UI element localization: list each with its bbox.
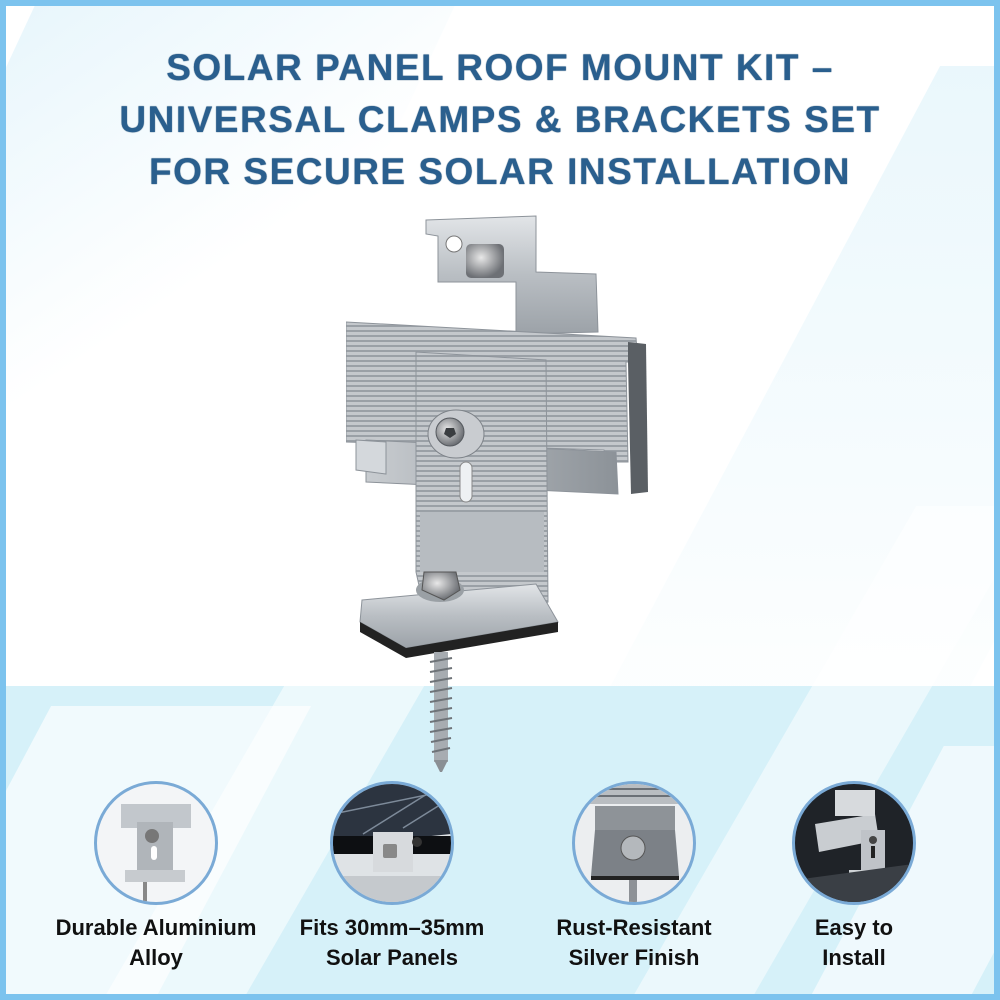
feature-label: Durable Aluminium Alloy <box>36 913 276 973</box>
feature-item-aluminium: Durable Aluminium Alloy <box>36 781 276 973</box>
title-line-1: SOLAR PANEL ROOF MOUNT KIT – <box>166 47 834 88</box>
page-title: SOLAR PANEL ROOF MOUNT KIT – UNIVERSAL C… <box>6 42 994 198</box>
title-line-3: FOR SECURE SOLAR INSTALLATION <box>149 151 851 192</box>
feature-label-line-1: Fits 30mm–35mm <box>299 915 485 940</box>
feature-label: Rust-Resistant Silver Finish <box>514 913 754 973</box>
feature-label-line-2: Alloy <box>129 945 183 970</box>
feature-list: Durable Aluminium Alloy Fits 30mm–35mm S… <box>6 781 994 994</box>
feature-label-line-1: Rust-Resistant <box>556 915 712 940</box>
feature-label-line-2: Silver Finish <box>568 945 700 970</box>
feature-label: Easy to Install <box>734 913 974 973</box>
feature-label-line-1: Easy to <box>814 915 894 940</box>
panel-clamp-closeup-icon <box>330 781 454 905</box>
installed-bracket-icon <box>792 781 916 905</box>
feature-label-line-2: Install <box>822 945 886 970</box>
feature-label: Fits 30mm–35mm Solar Panels <box>272 913 512 973</box>
clamp-bracket-closeup-icon <box>94 781 218 905</box>
feature-item-easy-install: Easy to Install <box>734 781 974 973</box>
roof-mount-clamp-bracket-image <box>345 212 666 774</box>
feature-item-panel-fit: Fits 30mm–35mm Solar Panels <box>272 781 512 973</box>
feature-item-rust-resistant: Rust-Resistant Silver Finish <box>514 781 754 973</box>
feature-label-line-1: Durable Aluminium <box>55 915 257 940</box>
bracket-screw-closeup-icon <box>572 781 696 905</box>
feature-label-line-2: Solar Panels <box>325 945 459 970</box>
title-line-2: UNIVERSAL CLAMPS & BRACKETS SET <box>119 99 881 140</box>
